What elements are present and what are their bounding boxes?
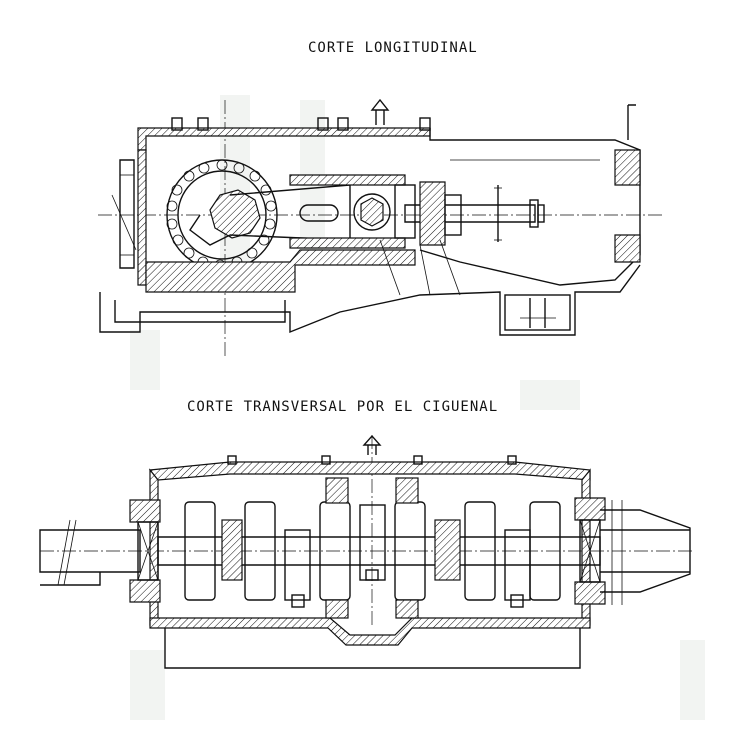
stuffing-box	[419, 181, 446, 246]
breather-cap	[370, 98, 390, 125]
crosshead-pin	[353, 193, 391, 231]
transverse-housing-top	[148, 461, 591, 481]
transverse-section-title: CORTE TRANSVERSAL POR EL CIGUENAL	[187, 399, 499, 415]
crank-pin	[209, 189, 261, 239]
center-rod	[359, 504, 386, 581]
housing-left-wall	[137, 149, 147, 286]
crank-web-5	[464, 501, 496, 601]
housing-lower-wall	[145, 249, 416, 293]
transverse-housing-bottom	[149, 617, 591, 646]
longitudinal-section-drawing	[98, 98, 662, 358]
crank-web-1	[184, 501, 216, 601]
crank-web-2	[244, 501, 276, 601]
piston-rod	[404, 204, 536, 223]
crankshaft-right-taper	[600, 509, 691, 593]
housing-top-wall	[137, 127, 431, 151]
transverse-section-drawing	[39, 434, 695, 669]
crankshaft-left-end	[39, 529, 141, 573]
longitudinal-section-title: CORTE LONGITUDINAL	[308, 40, 478, 56]
